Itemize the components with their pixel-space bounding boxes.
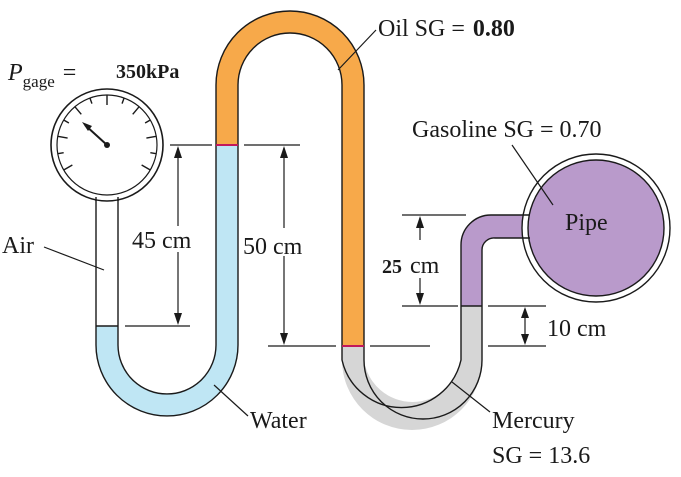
water-fill xyxy=(96,145,238,416)
gauge-symbol: P xyxy=(7,60,23,86)
gauge-tick xyxy=(63,119,70,124)
dim-10cm-label: 10 cm xyxy=(547,316,607,342)
dim-25cm-unit: cm xyxy=(410,253,440,279)
pipe-label: Pipe xyxy=(565,210,608,236)
gauge-subscript: gage xyxy=(23,72,55,91)
pressure-gauge-icon xyxy=(50,88,164,202)
gauge-tick xyxy=(57,151,64,155)
water-label: Water xyxy=(250,408,307,434)
gasoline-label: Gasoline SG = 0.70 xyxy=(412,117,602,143)
tube-outer-wall xyxy=(95,32,530,417)
gauge-tick xyxy=(150,151,157,155)
gauge-tick xyxy=(89,97,93,104)
gauge-tick xyxy=(63,164,73,171)
dim-50cm-label: 50 cm xyxy=(243,234,303,260)
air-column xyxy=(96,197,119,326)
gauge-pressure-label: Pgage = xyxy=(7,60,76,91)
gasoline-fill xyxy=(461,215,530,306)
dim-50cm: 50 cm xyxy=(243,144,336,347)
gauge-equals: = xyxy=(63,60,77,86)
dim-25cm-label: 25 cm xyxy=(382,253,440,279)
air-label: Air xyxy=(2,233,34,259)
tube-inner-wall xyxy=(117,10,530,420)
mercury-label: Mercury xyxy=(492,408,575,434)
gauge-tick xyxy=(141,164,151,171)
gauge-ticks xyxy=(57,95,157,171)
oil-label: Oil SG= 0.80 xyxy=(378,16,515,42)
gauge-tick xyxy=(121,97,125,104)
dim-45cm: 45 cm xyxy=(125,144,212,327)
gauge-tick xyxy=(132,106,140,115)
dim-25cm-value: 25 xyxy=(382,256,402,278)
oil-label-prefix: Oil SG xyxy=(378,16,445,42)
pipe-inner xyxy=(527,159,665,297)
dim-25cm: 25 cm xyxy=(382,214,466,307)
gauge-tick xyxy=(146,135,157,139)
mercury-fill xyxy=(342,306,482,430)
gauge-tick xyxy=(144,119,151,124)
oil-label-value: 0.80 xyxy=(473,16,515,42)
gauge-tick xyxy=(57,135,68,139)
mercury-sg-label: SG = 13.6 xyxy=(492,443,590,469)
gauge-tick xyxy=(74,106,82,115)
dim-10cm: 10 cm xyxy=(488,305,607,347)
oil-label-equals: = xyxy=(451,16,465,42)
gauge-needle-tip xyxy=(82,122,92,131)
oil-fill xyxy=(216,11,364,346)
gauge-pressure-value: 350kPa xyxy=(116,61,179,83)
dim-45cm-label: 45 cm xyxy=(132,228,192,254)
